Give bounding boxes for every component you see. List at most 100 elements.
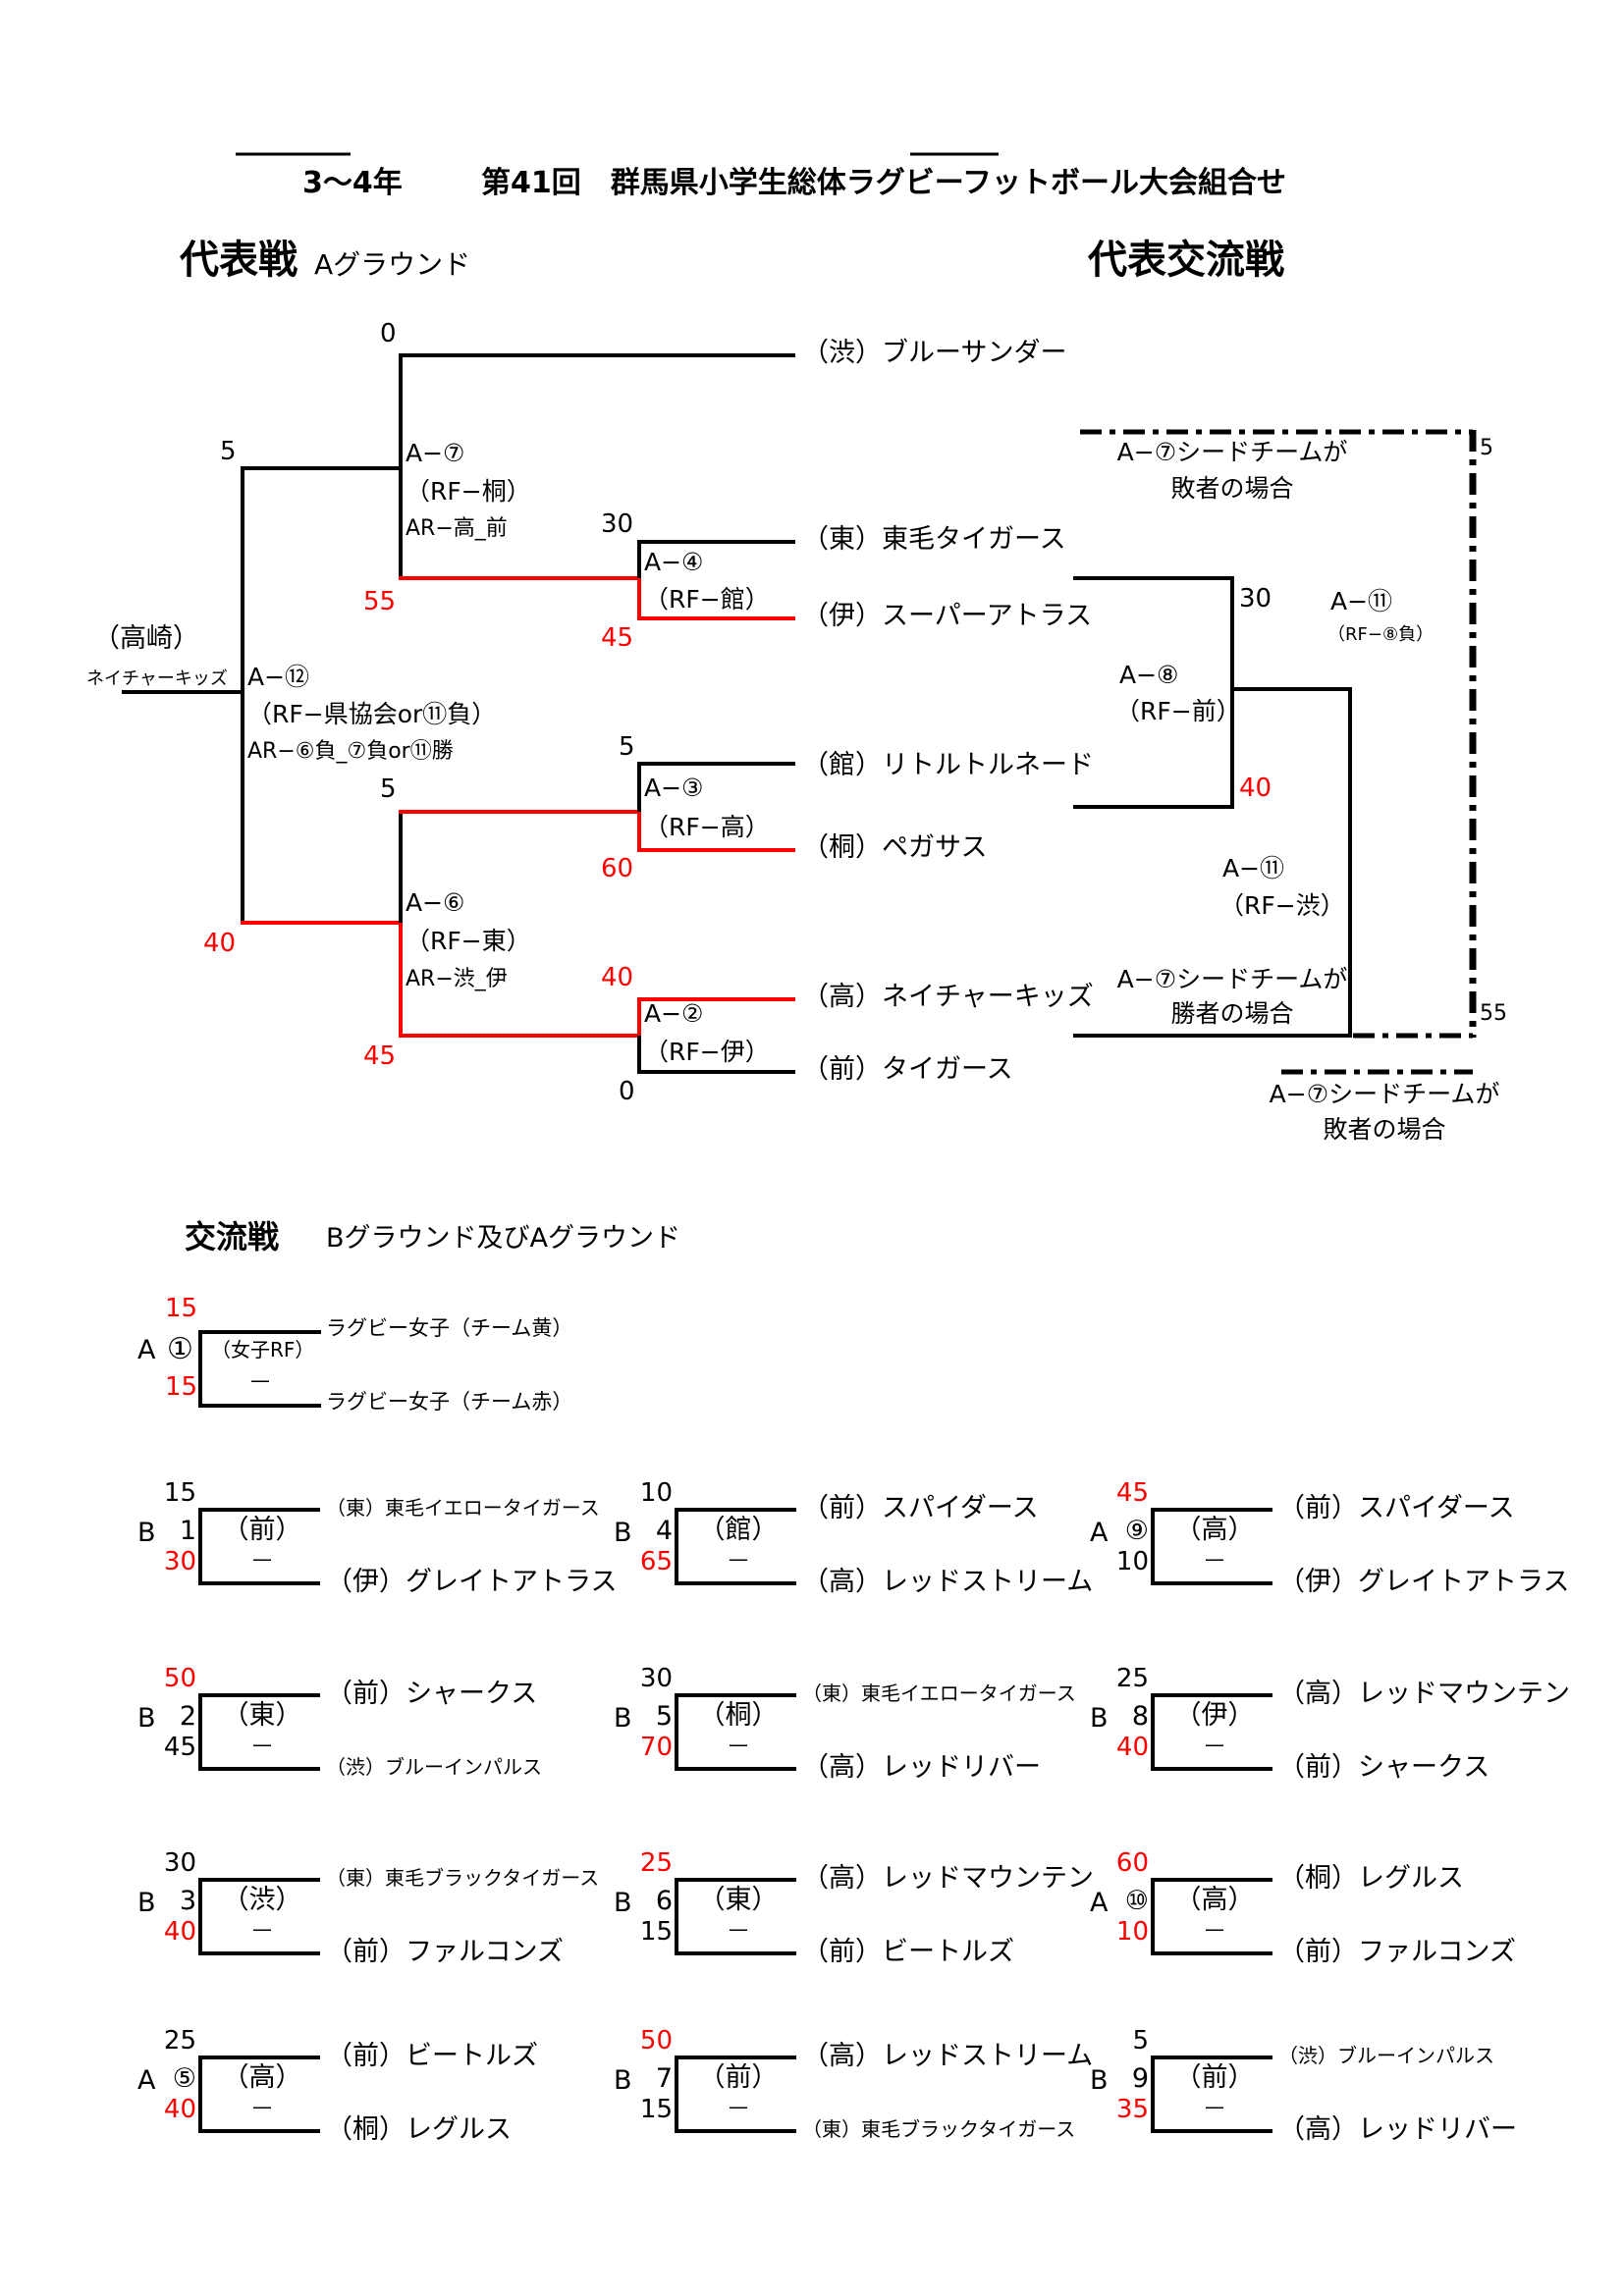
match-number: ⑤ [172, 2063, 196, 2094]
vs-dash: — [1205, 1917, 1224, 1941]
match-number: 2 [179, 1701, 196, 1732]
score-top: 45 [1115, 1478, 1149, 1508]
vs-dash: — [729, 2095, 748, 2118]
note-winner-line2: 勝者の場合 [1170, 999, 1294, 1028]
match-number: 4 [655, 1516, 673, 1546]
match-number: ⑩ [1124, 1886, 1149, 1916]
a12-ar: AR−⑥負_⑦負or⑪勝 [247, 739, 454, 764]
match-number: 1 [179, 1516, 196, 1546]
friendly-bracket [1151, 1693, 1272, 1771]
referee-club: （高） [222, 2062, 302, 2093]
ground-letter: A [1090, 1888, 1109, 1918]
referee-club: （東） [222, 1700, 302, 1731]
match-number: 9 [1131, 2063, 1149, 2094]
referee-club: （桐） [698, 1700, 779, 1731]
team-top: （東）東毛ブラックタイガース [326, 1866, 600, 1890]
note-loser-bottom-line2: 敗者の場合 [1323, 1115, 1446, 1144]
referee-club: （高） [1174, 1885, 1255, 1915]
score-bottom: 35 [1115, 2095, 1149, 2124]
a6-code: A−⑥ [406, 888, 465, 917]
score-bottom: 10 [1115, 1547, 1149, 1576]
friendly-bracket [675, 1878, 796, 1955]
score-top: 50 [639, 2026, 673, 2056]
team-top: （前）ビートルズ [326, 2041, 538, 2071]
main-heading: 代表戦 [180, 238, 298, 283]
score-top: 5 [1132, 2026, 1149, 2056]
vs-dash: — [252, 1733, 272, 1756]
score-top: 30 [163, 1848, 196, 1878]
team-top: （東）東毛イエロータイガース [326, 1496, 600, 1520]
team-top: （高）レッドストリーム [802, 2041, 1094, 2071]
a7-code: A−⑦ [406, 439, 465, 467]
match-number: 6 [655, 1886, 673, 1916]
grade-label: 3〜4年 [302, 166, 403, 200]
match-number: 7 [655, 2063, 673, 2094]
team-bottom: （高）レッドストリーム [802, 1567, 1094, 1597]
a7-ar: AR−高_前 [406, 516, 508, 541]
vs-dash: — [729, 1547, 748, 1571]
team-bottom: （伊）グレイトアトラス [326, 1567, 618, 1597]
note-winner-line1: A−⑦シードチームが [1116, 965, 1348, 993]
friendly-bracket [1151, 1878, 1272, 1955]
note-loser-top-line1: A−⑦シードチームが [1116, 438, 1348, 466]
score-bottom: 70 [639, 1733, 673, 1762]
girls-score-top: 15 [165, 1294, 198, 1323]
referee-club: （前） [698, 2062, 779, 2093]
team-super-atlas: （伊）スーパーアトラス [802, 601, 1093, 631]
team-top: （高）レッドマウンテン [802, 1863, 1094, 1894]
friendly-bracket [1151, 2056, 1272, 2133]
ground-letter: A [137, 2065, 156, 2096]
a3-rf: （RF−高） [644, 813, 770, 841]
friendly-bracket [1151, 1508, 1272, 1585]
team-bottom: （高）レッドリバー [1278, 2114, 1517, 2145]
vs-dash: — [1205, 1547, 1224, 1571]
a12-score-top: 5 [220, 437, 237, 466]
team-maebashi-tigers: （前）タイガース [802, 1054, 1013, 1085]
ground-letter: B [614, 2065, 632, 2096]
a12-code: A−⑫ [247, 663, 310, 691]
girls-bracket [198, 1330, 321, 1408]
team-top: （高）レッドマウンテン [1278, 1679, 1570, 1709]
seed-club: （高崎） [93, 623, 199, 654]
team-bottom: （高）レッドリバー [802, 1752, 1041, 1783]
team-top: （渋）ブルーインパルス [1278, 2044, 1494, 2067]
a2-score-bottom: 0 [619, 1077, 635, 1106]
a8-score-top: 30 [1239, 584, 1272, 614]
a11-outer-score-top: 5 [1480, 436, 1493, 460]
a2-rf: （RF−伊） [644, 1038, 770, 1066]
girls-team-top: ラグビー女子（チーム黄） [326, 1316, 573, 1340]
ground-letter: B [1090, 1703, 1109, 1734]
team-pegasus: （桐）ペガサス [802, 832, 988, 863]
girls-team-bottom: ラグビー女子（チーム赤） [326, 1390, 573, 1414]
ground-letter: B [137, 1518, 156, 1548]
referee-club: （伊） [1174, 1700, 1255, 1731]
vs-dash: — [729, 1917, 748, 1941]
team-top: （桐）レグルス [1278, 1863, 1464, 1894]
score-top: 60 [1115, 1848, 1149, 1878]
a6-score-bottom: 45 [363, 1041, 397, 1071]
friendly-heading: 交流戦 [185, 1218, 280, 1255]
vs-dash: — [1205, 1733, 1224, 1756]
a6-score-top: 5 [380, 774, 397, 804]
a4-rf: （RF−館） [644, 585, 770, 614]
friendly-ground: Bグラウンド及びAグラウンド [326, 1223, 680, 1254]
friendly-bracket [198, 2056, 320, 2133]
score-bottom: 40 [1115, 1733, 1149, 1762]
match-number: 8 [1131, 1701, 1149, 1732]
match-number: ⑨ [1124, 1516, 1149, 1546]
note-loser-bottom-line1: A−⑦シードチームが [1269, 1080, 1500, 1108]
ground-letter: A [1090, 1518, 1109, 1548]
score-bottom: 45 [163, 1733, 196, 1762]
team-bottom: （桐）レグルス [326, 2114, 512, 2145]
note-loser-top-line2: 敗者の場合 [1170, 474, 1294, 503]
vs-dash: — [252, 2095, 272, 2118]
a4-score-bottom: 45 [601, 623, 634, 653]
main-ground: Aグラウンド [314, 248, 471, 281]
score-bottom: 15 [639, 1917, 673, 1947]
score-bottom: 15 [639, 2095, 673, 2124]
team-top: （前）スパイダース [1278, 1493, 1515, 1523]
friendly-bracket [198, 1508, 320, 1585]
a8-code: A−⑧ [1119, 661, 1179, 689]
score-top: 25 [639, 1848, 673, 1878]
